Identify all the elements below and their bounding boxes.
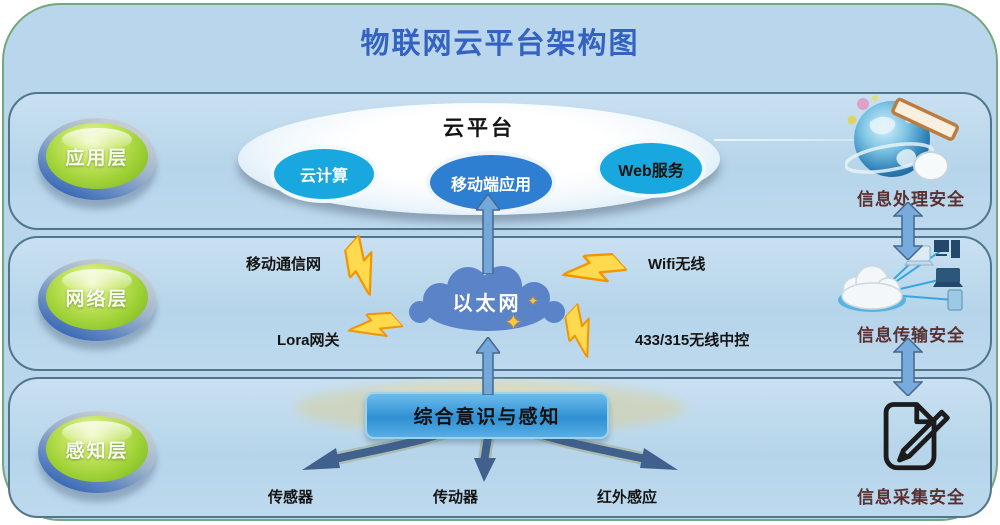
ethernet-hub-label: 以太网 xyxy=(452,293,522,315)
security-label-processing: 信息处理安全 xyxy=(857,190,965,209)
link-label-433-315: 433/315无线中控 xyxy=(635,332,750,349)
link-label-lora: Lora网关 xyxy=(277,332,340,349)
device-label-sensor: 传感器 xyxy=(268,489,314,506)
layer-button-label: 应用层 xyxy=(65,147,129,169)
lightning-icon xyxy=(347,301,405,357)
device-label-actuator: 传动器 xyxy=(433,489,479,506)
fusion-box-label: 综合意识与感知 xyxy=(413,407,561,428)
link-label-mobile-network: 移动通信网 xyxy=(246,256,322,273)
document-pencil-icon xyxy=(863,393,959,485)
node-label: 移动端应用 xyxy=(450,176,531,194)
layer-button-application: 应用层 xyxy=(38,118,156,200)
button-face: 感知层 xyxy=(46,416,148,482)
page-title: 物联网云平台架构图 xyxy=(360,28,640,60)
highlight-line xyxy=(714,139,954,141)
fusion-perception-box: 综合意识与感知 xyxy=(365,392,609,439)
layer-button-label: 感知层 xyxy=(65,440,129,462)
node-cloud-computing: 云计算 xyxy=(270,145,378,203)
arrow-up-fusion-to-ethernet xyxy=(474,335,502,396)
button-face: 应用层 xyxy=(46,123,148,189)
security-label-transmission: 信息传输安全 xyxy=(857,326,965,345)
globe-security-icon xyxy=(843,92,965,192)
node-web-service: Web服务 xyxy=(596,139,706,198)
security-label-collection: 信息采集安全 xyxy=(857,488,965,507)
link-label-wifi: Wifi无线 xyxy=(648,256,706,273)
device-label-infrared: 红外感应 xyxy=(597,489,658,506)
lightning-icon xyxy=(333,233,397,297)
network-transmission-icon xyxy=(830,238,970,323)
layer-button-network: 网络层 xyxy=(38,259,156,341)
double-arrow-processing-transmission xyxy=(892,200,924,262)
sparkle-icon: ✦ xyxy=(505,312,522,334)
sparkle-icon: ✦ xyxy=(528,294,539,308)
arrow-up-ethernet-to-mobileapp xyxy=(474,192,502,275)
ethernet-cloud-shape xyxy=(402,260,572,340)
lightning-icon xyxy=(555,301,612,359)
lightning-icon xyxy=(561,240,629,306)
layer-button-perception: 感知层 xyxy=(38,411,156,493)
double-arrow-transmission-collection xyxy=(892,336,924,398)
cloud-platform-title: 云平台 xyxy=(443,117,515,140)
button-face: 网络层 xyxy=(46,264,148,330)
layer-button-label: 网络层 xyxy=(65,288,129,310)
node-label: 云计算 xyxy=(299,168,348,185)
node-label: Web服务 xyxy=(618,162,684,180)
